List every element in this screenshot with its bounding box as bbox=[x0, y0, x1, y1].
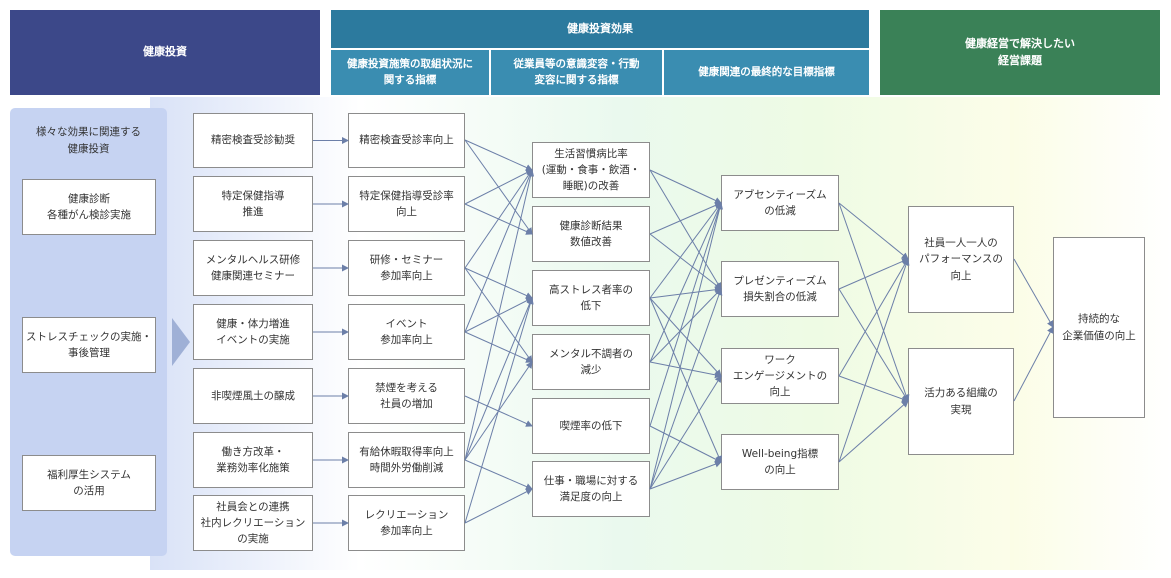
left-panel-title: 様々な効果に関連する 健康投資 bbox=[36, 126, 141, 155]
measure-box: 健康・体力増進 イベントの実施 bbox=[193, 304, 313, 360]
status-indicator-box: 禁煙を考える 社員の増加 bbox=[348, 368, 465, 424]
left-item-welfare-system: 福利厚生システム の活用 bbox=[22, 455, 156, 511]
goal-box-corporate-value: 持続的な 企業価値の向上 bbox=[1053, 237, 1145, 418]
final-indicator-box: ワーク エンゲージメントの 向上 bbox=[721, 348, 839, 404]
measure-box: 特定保健指導 推進 bbox=[193, 176, 313, 232]
final-indicator-box: アブセンティーズム の低減 bbox=[721, 175, 839, 231]
measure-box: 働き方改革・ 業務効率化施策 bbox=[193, 432, 313, 488]
header-health-investment: 健康投資 bbox=[10, 10, 320, 95]
status-indicator-box: 特定保健指導受診率 向上 bbox=[348, 176, 465, 232]
status-indicator-box: 精密検査受診率向上 bbox=[348, 113, 465, 168]
measure-box: 非喫煙風土の醸成 bbox=[193, 368, 313, 424]
header-effect-final-indicators: 健康関連の最終的な目標指標 bbox=[664, 50, 869, 95]
chevron-right-icon bbox=[172, 318, 190, 366]
behavior-indicator-box: 仕事・職場に対する 満足度の向上 bbox=[532, 461, 650, 517]
behavior-indicator-box: 健康診断結果 数値改善 bbox=[532, 206, 650, 262]
behavior-indicator-box: 生活習慣病比率 (運動・食事・飲酒・ 睡眠)の改善 bbox=[532, 142, 650, 198]
left-item-stress-check: ストレスチェックの実施・ 事後管理 bbox=[22, 317, 156, 373]
measure-box: 社員会との連携 社内レクリエーション の実施 bbox=[193, 495, 313, 551]
header-investment-effect: 健康投資効果 bbox=[331, 10, 869, 48]
behavior-indicator-box: 喫煙率の低下 bbox=[532, 398, 650, 454]
measure-box: 精密検査受診勧奨 bbox=[193, 113, 313, 168]
issue-box-performance: 社員一人一人の パフォーマンスの 向上 bbox=[908, 206, 1014, 313]
header-effect-status-indicators: 健康投資施策の取組状況に 関する指標 bbox=[331, 50, 489, 95]
header-management-issues: 健康経営で解決したい 経営課題 bbox=[880, 10, 1160, 95]
issue-box-organization: 活力ある組織の 実現 bbox=[908, 348, 1014, 455]
measure-box: メンタルヘルス研修 健康関連セミナー bbox=[193, 240, 313, 296]
status-indicator-box: レクリエーション 参加率向上 bbox=[348, 495, 465, 551]
left-item-health-checkup: 健康診断 各種がん検診実施 bbox=[22, 179, 156, 235]
header-effect-behavior-indicators: 従業員等の意識変容・行動 変容に関する指標 bbox=[491, 50, 662, 95]
status-indicator-box: 有給休暇取得率向上 時間外労働削減 bbox=[348, 432, 465, 488]
behavior-indicator-box: メンタル不調者の 減少 bbox=[532, 334, 650, 390]
status-indicator-box: イベント 参加率向上 bbox=[348, 304, 465, 360]
